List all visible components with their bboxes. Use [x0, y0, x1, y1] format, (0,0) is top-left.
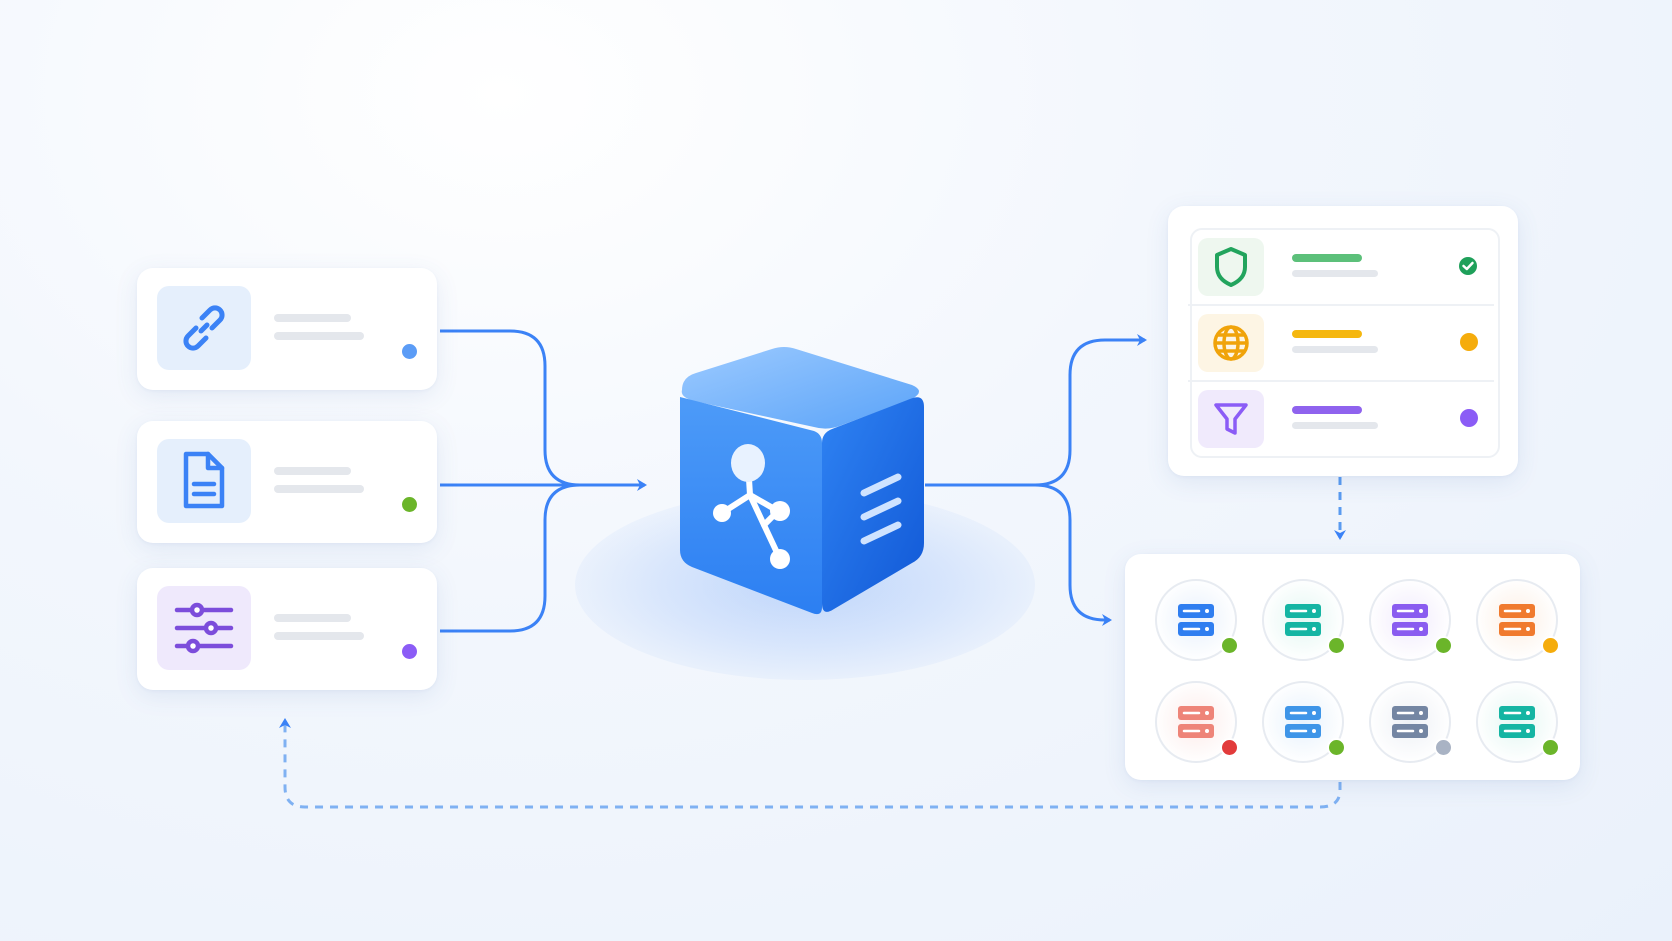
- status-dot: [1460, 409, 1478, 427]
- server-node[interactable]: [1369, 579, 1453, 661]
- server-status-dot: [1541, 738, 1560, 757]
- server-status-dot: [1434, 738, 1453, 757]
- filter-icon: [1214, 403, 1248, 435]
- server-status-dot: [1541, 636, 1560, 655]
- shield-icon-tile: [1198, 238, 1264, 296]
- server-status-dot: [1327, 738, 1346, 757]
- network-nodes-icon: [713, 444, 790, 569]
- input-card-link[interactable]: [137, 268, 437, 390]
- status-dot: [402, 497, 417, 512]
- connector-output-bottom: [1034, 483, 1112, 626]
- globe-icon-tile: [1198, 314, 1264, 372]
- status-dot: [402, 644, 417, 659]
- document-icon-tile: [157, 439, 251, 523]
- sliders-icon: [174, 602, 234, 654]
- server-icon: [1285, 706, 1321, 738]
- stack-lines-icon: [860, 473, 902, 545]
- text-placeholder: [1292, 422, 1378, 429]
- filter-icon-tile: [1198, 390, 1264, 448]
- check-row-security[interactable]: [1188, 230, 1494, 306]
- server-status-dot: [1220, 738, 1239, 757]
- sliders-icon-tile: [157, 586, 251, 670]
- status-dot: [402, 344, 417, 359]
- bar-accent: [1292, 330, 1362, 338]
- globe-icon: [1213, 325, 1249, 361]
- server-grid: [1125, 554, 1580, 780]
- input-card-document[interactable]: [137, 421, 437, 543]
- text-placeholder: [1292, 346, 1378, 353]
- connector-input-1: [440, 329, 647, 491]
- text-placeholder: [274, 314, 351, 322]
- text-placeholder: [274, 485, 364, 493]
- document-icon: [183, 451, 225, 509]
- server-icon: [1285, 604, 1321, 636]
- input-card-settings[interactable]: [137, 568, 437, 690]
- status-dot: [1460, 333, 1478, 351]
- server-node[interactable]: [1476, 579, 1560, 661]
- checks-panel: [1168, 206, 1518, 476]
- server-icon: [1392, 706, 1428, 738]
- checkmark-circle-icon: [1459, 257, 1477, 275]
- server-icon: [1178, 706, 1214, 738]
- server-node[interactable]: [1262, 579, 1346, 661]
- text-placeholder: [274, 614, 351, 622]
- server-node[interactable]: [1155, 681, 1239, 763]
- shield-icon: [1215, 247, 1247, 287]
- connector-input-3: [440, 483, 581, 633]
- server-status-dot: [1327, 636, 1346, 655]
- server-icon: [1392, 604, 1428, 636]
- server-status-dot: [1220, 636, 1239, 655]
- server-node[interactable]: [1369, 681, 1453, 763]
- bar-accent: [1292, 254, 1362, 262]
- checks-inner: [1190, 228, 1500, 458]
- text-placeholder: [1292, 270, 1378, 277]
- text-placeholder: [274, 332, 364, 340]
- link-icon-tile: [157, 286, 251, 370]
- server-node[interactable]: [1476, 681, 1560, 763]
- connector-output-top: [925, 334, 1147, 487]
- check-row-network[interactable]: [1188, 306, 1494, 382]
- bar-accent: [1292, 406, 1362, 414]
- server-status-dot: [1434, 636, 1453, 655]
- text-placeholder: [274, 632, 364, 640]
- text-placeholder: [274, 467, 351, 475]
- hub-cube[interactable]: [672, 345, 932, 615]
- server-node[interactable]: [1155, 579, 1239, 661]
- server-icon: [1499, 706, 1535, 738]
- link-icon: [183, 305, 225, 351]
- server-icon: [1499, 604, 1535, 636]
- dashed-feedback-loop: [279, 718, 1342, 809]
- check-row-filter[interactable]: [1188, 382, 1494, 456]
- server-icon: [1178, 604, 1214, 636]
- server-node[interactable]: [1262, 681, 1346, 763]
